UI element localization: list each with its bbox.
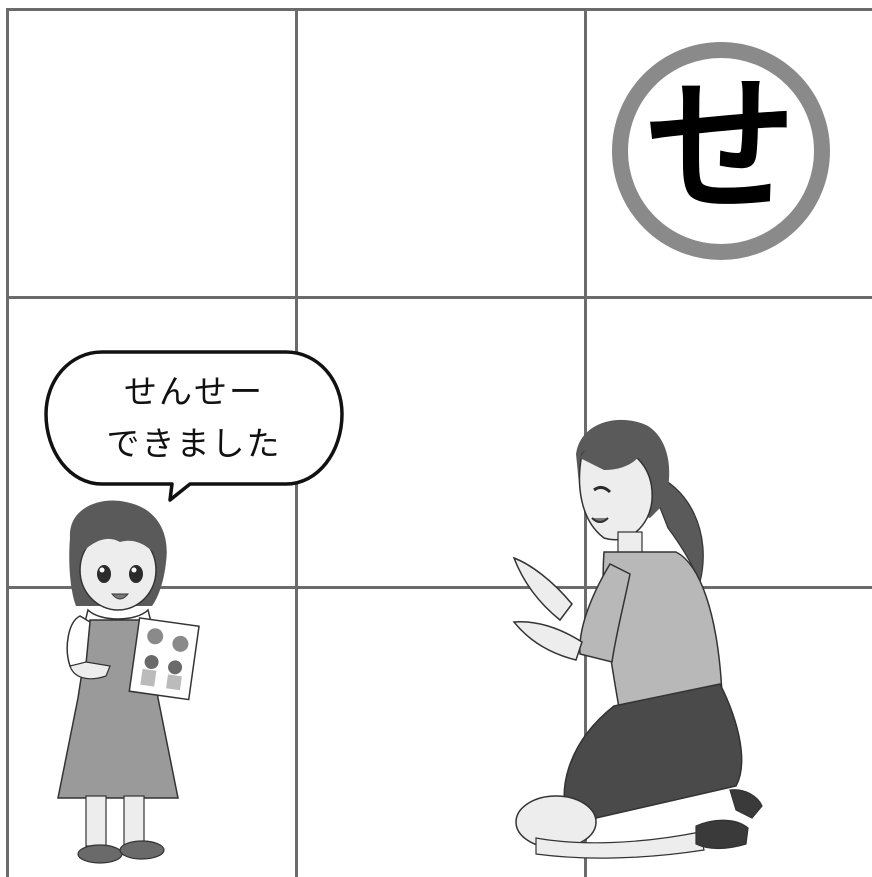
grid-line-top [6, 8, 872, 11]
grid-line-row-1 [6, 296, 872, 299]
speech-line-2: できました [106, 424, 282, 463]
girl-figure [57, 500, 200, 864]
speech-text: せんせー できました [44, 366, 344, 470]
kana-badge: せ [612, 42, 830, 260]
kana-character: せ [645, 61, 796, 235]
teacher-figure [512, 419, 763, 859]
speech-bubble: せんせー できました [44, 350, 344, 502]
speech-bubble-outline-icon [44, 350, 344, 502]
speech-line-1: せんせー [124, 372, 264, 411]
grid-line-row-2 [6, 586, 872, 589]
grid-line-left [6, 8, 9, 877]
